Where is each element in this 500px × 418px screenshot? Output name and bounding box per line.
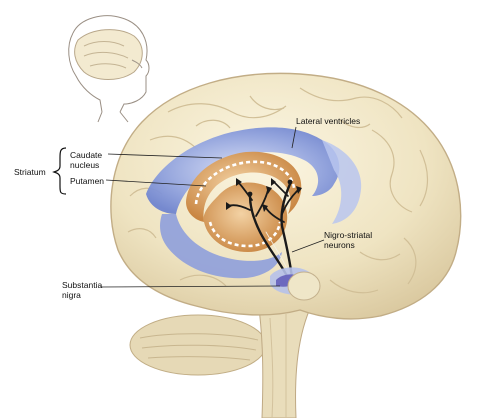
cerebellum [129, 314, 267, 376]
lateral-ventricles [146, 127, 362, 279]
leader-caudate-nucleus [107, 153, 223, 159]
label-substantia-nigra: Substantia nigra [62, 280, 103, 300]
leader-nigro-striatal [291, 239, 325, 253]
label-lateral-ventricles: Lateral ventricles [296, 116, 361, 126]
nigro-striatal-neurons [227, 181, 299, 280]
striatum [186, 151, 302, 252]
label-caudate-nucleus: Caudate nucleus [70, 150, 103, 170]
neuron-terminals [226, 178, 302, 212]
striatum-bracket [52, 147, 67, 195]
head-inset-icon [68, 15, 150, 123]
label-putamen: Putamen [70, 176, 105, 186]
substantia-nigra [270, 267, 321, 301]
label-nigro-striatal-neurons: Nigro-striatal neurons [324, 230, 373, 250]
leader-lines [99, 126, 325, 288]
leader-substantia-nigra [99, 285, 281, 288]
leader-putamen [105, 179, 207, 187]
brain-stem [257, 299, 313, 418]
leader-lateral-ventricles [291, 126, 297, 149]
label-striatum: Striatum [14, 167, 46, 177]
